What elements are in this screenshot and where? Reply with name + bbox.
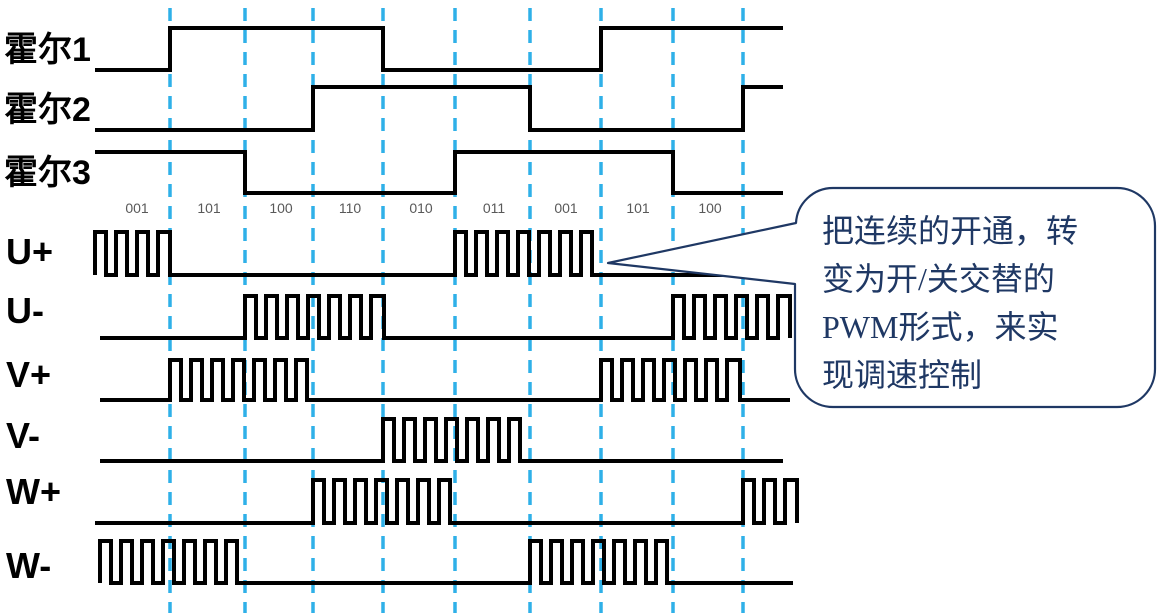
- sector-code: 110: [338, 200, 362, 216]
- callout-line: 变为开/关交替的: [822, 261, 1055, 297]
- callout-text: 把连续的开通，转 变为开/关交替的 PWM形式，来实 现调速控制: [822, 207, 1078, 399]
- signal-label-u-minus: U-: [6, 290, 44, 331]
- signal-label-w-minus: W-: [6, 545, 52, 586]
- sector-code: 101: [626, 200, 650, 216]
- waveforms: [93, 26, 799, 585]
- signal-label-hall3: 霍尔3: [4, 154, 91, 192]
- callout-bubble: [606, 186, 1157, 409]
- signal-label-hall1: 霍尔1: [4, 31, 91, 69]
- callout-line: 现调速控制: [822, 357, 983, 393]
- sector-code: 010: [409, 200, 433, 216]
- waveform-hall1: [95, 26, 783, 72]
- waveform-w-minus: [98, 539, 793, 585]
- callout-line: 把连续的开通，转: [822, 213, 1079, 249]
- signal-label-hall2: 霍尔2: [4, 91, 91, 129]
- sector-code: 001: [554, 200, 578, 216]
- signal-label-u-plus: U+: [6, 231, 54, 272]
- signal-label-w-plus: W+: [6, 471, 62, 512]
- sector-code: 100: [698, 200, 722, 216]
- waveform-u-minus: [100, 294, 792, 340]
- waveform-u-plus: [93, 230, 790, 277]
- sector-code: 011: [482, 200, 506, 216]
- waveform-hall3: [95, 150, 783, 195]
- sector-code: 100: [269, 200, 293, 216]
- sector-code: 001: [125, 200, 149, 216]
- waveform-hall2: [95, 85, 783, 132]
- sector-code: 101: [197, 200, 221, 216]
- signal-label-v-plus: V+: [6, 354, 52, 395]
- callout-line: PWM形式，来实: [822, 309, 1059, 345]
- signal-label-v-minus: V-: [6, 415, 41, 456]
- waveform-v-plus: [100, 358, 790, 402]
- waveform-w-plus: [95, 478, 799, 525]
- waveform-v-minus: [100, 417, 783, 463]
